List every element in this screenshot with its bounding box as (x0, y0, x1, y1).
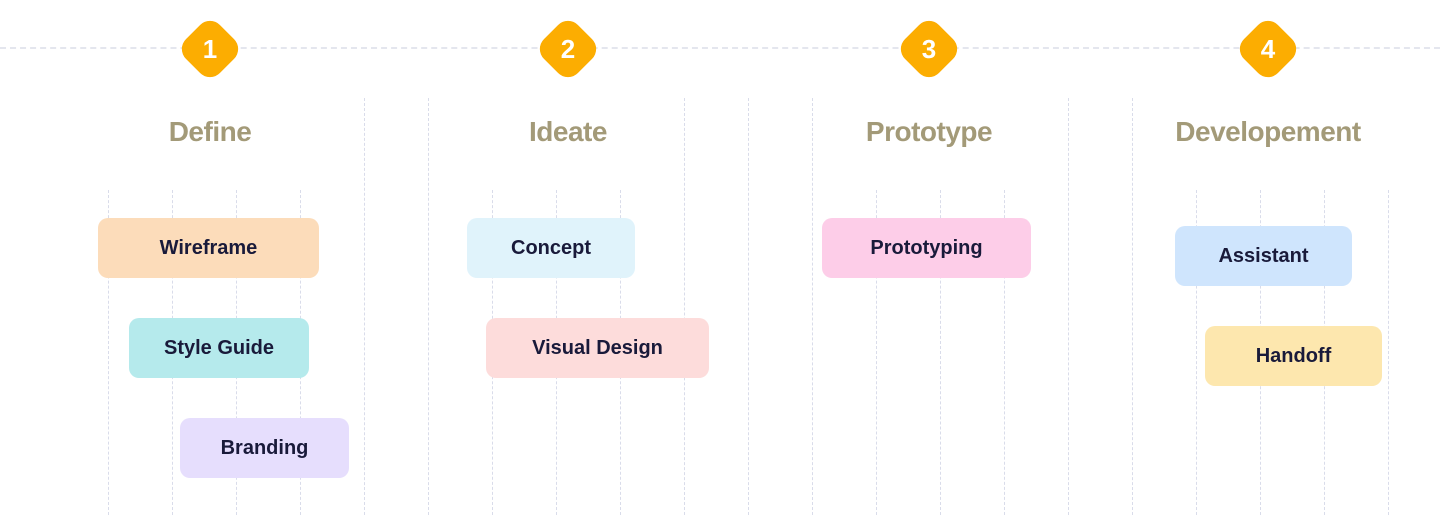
stage-1-title: Define (168, 116, 252, 147)
grid-line (812, 98, 813, 515)
diamond-icon (1239, 20, 1297, 78)
stage-2-badge: 2 (528, 9, 608, 89)
grid-line (364, 98, 365, 515)
grid-line (108, 190, 109, 515)
chip-concept[interactable]: Concept (467, 218, 635, 278)
stage-1-number: 1 (202, 33, 218, 64)
stage-1-badge: 1 (170, 9, 250, 89)
chip-visual-design[interactable]: Visual Design (486, 318, 709, 378)
grid-line (1068, 98, 1069, 515)
grid-line (684, 98, 685, 515)
stage-3-number: 3 (921, 33, 937, 64)
stage-2-title: Ideate (529, 116, 607, 147)
grid-line (428, 98, 429, 515)
grid-line (748, 98, 749, 515)
stage-4-title: Developement (1175, 116, 1361, 147)
stage-4-badge: 4 (1228, 9, 1308, 89)
chip-style-guide[interactable]: Style Guide (129, 318, 309, 378)
diamond-icon (539, 20, 597, 78)
chip-assistant[interactable]: Assistant (1175, 226, 1352, 286)
chip-branding[interactable]: Branding (180, 418, 349, 478)
diamond-icon (900, 20, 958, 78)
grid-line (1004, 190, 1005, 515)
stage-3-title: Prototype (865, 116, 993, 147)
stage-2-number: 2 (560, 33, 576, 64)
grid-line (1388, 190, 1389, 515)
grid-line (940, 190, 941, 515)
grid-line (1196, 190, 1197, 515)
stage-3-badge: 3 (889, 9, 969, 89)
chip-wireframe[interactable]: Wireframe (98, 218, 319, 278)
grid-line (876, 190, 877, 515)
grid-line (1132, 98, 1133, 515)
chip-prototyping[interactable]: Prototyping (822, 218, 1031, 278)
diamond-icon (181, 20, 239, 78)
chip-handoff[interactable]: Handoff (1205, 326, 1382, 386)
stage-4-number: 4 (1260, 33, 1276, 64)
timeline-line (0, 47, 1440, 49)
